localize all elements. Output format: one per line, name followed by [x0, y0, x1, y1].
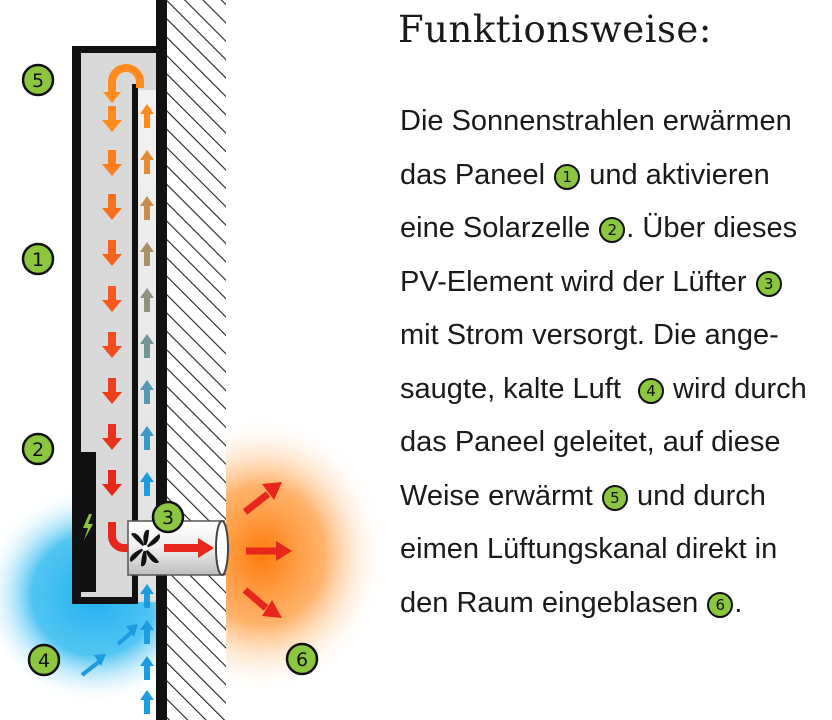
number-badge: 3	[755, 270, 782, 297]
text-segment: den Raum eingeblasen	[400, 586, 707, 619]
text-segment: eimen Lüftungskanal direkt in	[400, 533, 778, 565]
text-segment: Die Sonnenstrahlen erwärmen	[400, 105, 792, 137]
inflow-arrows	[80, 624, 138, 677]
text-line: Die Sonnenstrahlen erwärmen	[400, 95, 832, 149]
intake-airflow-arrow	[140, 656, 154, 680]
intake-airflow-arrow	[140, 690, 154, 714]
up-airflow-arrow	[140, 380, 154, 404]
text-segment: mit Strom versorgt. Die ange-	[400, 319, 779, 351]
text-segment: saugte, kalte Luft	[400, 372, 637, 405]
building-wall	[166, 0, 226, 720]
up-airflow-arrow	[140, 334, 154, 358]
label-badge-6: 6	[285, 642, 319, 676]
label-4-text: 4	[38, 650, 50, 672]
down-airflow-arrow	[102, 378, 122, 404]
panel-inner-wall	[132, 84, 138, 604]
label-3-text: 3	[162, 507, 174, 529]
label-2-text: 2	[32, 439, 44, 461]
number-badge: 6	[707, 591, 734, 618]
text-line: das Paneel 1 und aktivieren	[400, 149, 832, 203]
section-title: Funktionsweise:	[398, 8, 712, 51]
down-airflow-arrow	[102, 106, 122, 132]
text-segment: .	[734, 586, 743, 619]
up-airflow-arrow	[140, 150, 154, 174]
label-5-text: 5	[32, 70, 44, 92]
text-segment: PV-Element wird der Lüfter	[400, 265, 755, 298]
text-segment: wird durch	[664, 372, 807, 405]
number-badge: 1	[554, 163, 581, 190]
up-airflow-arrow	[140, 426, 154, 450]
text-line: eimen Lüftungskanal direkt in	[400, 523, 832, 577]
down-airflow-arrow	[102, 240, 122, 266]
panel-bottom-edge	[72, 597, 138, 604]
intake-airflow-arrow	[140, 584, 154, 608]
down-airflow-arrow	[102, 470, 122, 496]
duct-opening	[215, 520, 229, 576]
airflow-arrow-columns	[102, 104, 154, 714]
wall-outer-face	[156, 0, 167, 720]
number-badge: 4	[637, 377, 664, 404]
down-airflow-arrow	[102, 332, 122, 358]
duct-arrowhead	[198, 538, 214, 558]
down-airflow-arrow	[102, 150, 122, 176]
text-segment: das Paneel geleitet, auf diese	[400, 426, 781, 458]
down-airflow-arrow	[102, 194, 122, 220]
label-badge-1: 1	[21, 242, 55, 276]
text-line: das Paneel geleitet, auf diese	[400, 416, 832, 470]
text-segment: und aktivieren	[581, 158, 770, 191]
text-segment: eine Solarzelle	[400, 212, 599, 244]
bottom-turn-arrow	[108, 522, 128, 552]
text-line: Weise erwärmt 5 und durch	[400, 470, 832, 524]
label-badge-2: 2	[21, 432, 55, 466]
text-segment: und durch	[628, 479, 766, 512]
up-airflow-arrow	[140, 196, 154, 220]
number-badge: 2	[599, 217, 626, 243]
panel-front-frame	[72, 46, 81, 604]
lightning-icon	[83, 514, 93, 540]
top-turn-arrow	[108, 64, 144, 95]
intake-airflow-arrow	[140, 620, 154, 644]
down-airflow-arrow	[102, 286, 122, 312]
text-line: eine Solarzelle 2. Über dieses	[400, 202, 832, 256]
label-6-text: 6	[296, 649, 308, 671]
solar-air-collector-diagram: 5 1 2 3 4 6	[0, 0, 387, 720]
down-airflow-arrow	[102, 424, 122, 450]
top-turn-arrowhead	[103, 92, 121, 103]
outflow-arrows	[242, 482, 292, 618]
text-segment: das Paneel	[400, 158, 554, 191]
fan-icon	[129, 529, 161, 567]
up-airflow-arrow	[140, 472, 154, 496]
label-badge-5: 5	[21, 63, 55, 97]
description-paragraph: Die Sonnenstrahlen erwärmen das Paneel 1 …	[400, 95, 832, 630]
text-line: den Raum eingeblasen 6.	[400, 577, 832, 631]
text-line: saugte, kalte Luft 4 wird durch	[400, 363, 832, 417]
up-airflow-arrow	[140, 242, 154, 266]
text-line: mit Strom versorgt. Die ange-	[400, 309, 832, 363]
panel-top-edge	[72, 46, 158, 53]
text-line: PV-Element wird der Lüfter 3	[400, 256, 832, 310]
label-badge-4: 4	[27, 643, 61, 677]
text-segment: Weise erwärmt	[400, 479, 601, 512]
up-airflow-arrow	[140, 104, 154, 128]
number-badge: 5	[601, 484, 628, 511]
label-1-text: 1	[32, 249, 44, 271]
up-airflow-arrow	[140, 288, 154, 312]
label-badge-3: 3	[151, 500, 185, 534]
text-segment: . Über dieses	[626, 212, 798, 244]
